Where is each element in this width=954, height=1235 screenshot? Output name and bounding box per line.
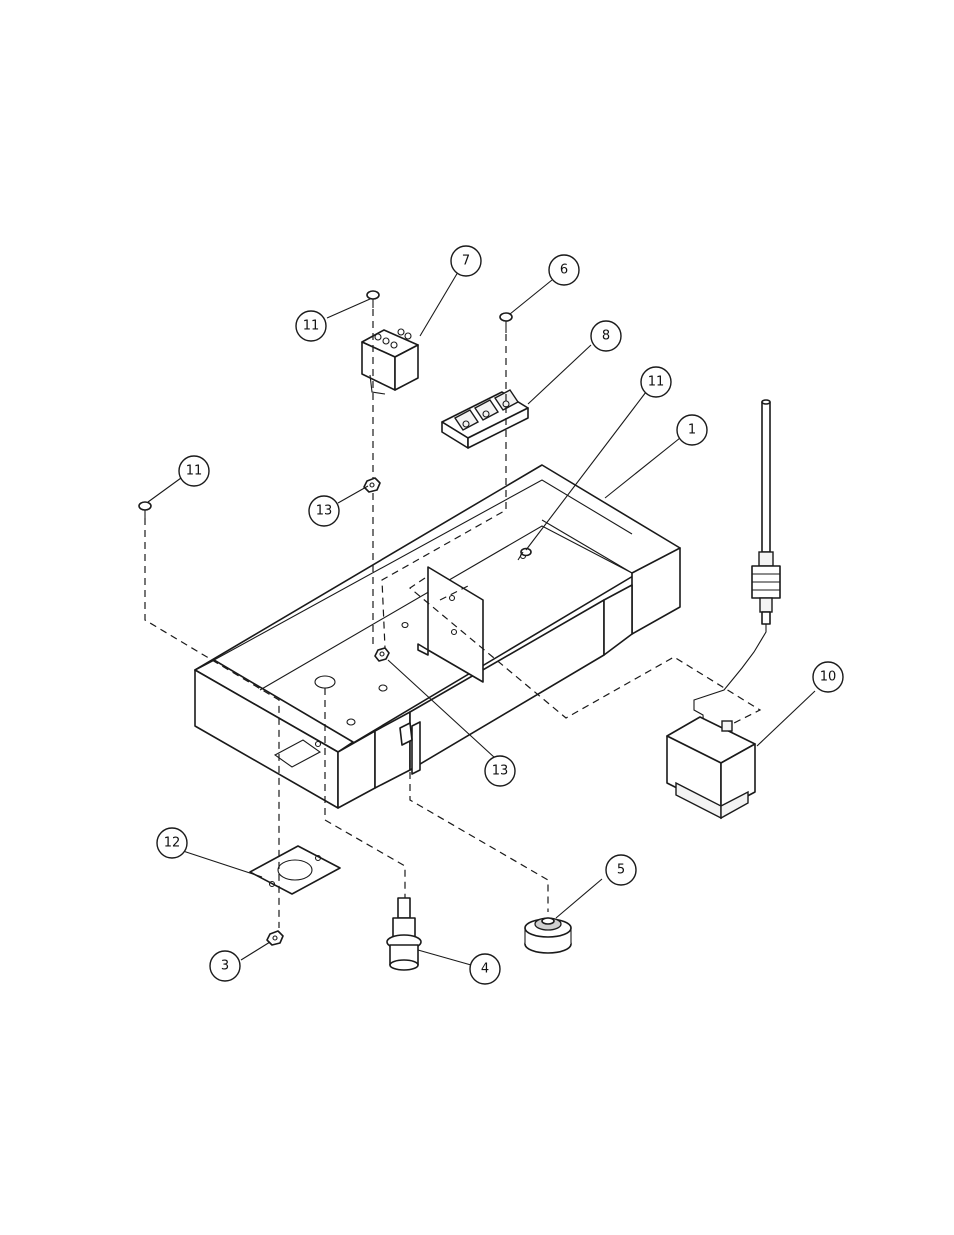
terminal-block bbox=[442, 390, 528, 448]
callout-5-grommet: 5 bbox=[606, 855, 636, 885]
callout-11-left-screw: 11 bbox=[179, 456, 209, 486]
callout-11-relay-screw: 11 bbox=[296, 311, 326, 341]
screw-terminal bbox=[500, 313, 512, 333]
callout-13-top-nut: 13 bbox=[309, 496, 339, 526]
svg-text:13: 13 bbox=[316, 504, 333, 519]
svg-text:11: 11 bbox=[648, 375, 665, 390]
lamp-socket bbox=[387, 898, 421, 970]
callout-1-housing: 1 bbox=[677, 415, 707, 445]
svg-text:12: 12 bbox=[164, 836, 181, 851]
gasket-plate bbox=[250, 846, 340, 894]
nut-top bbox=[364, 478, 380, 492]
callout-11-inner-screw: 11 bbox=[641, 367, 671, 397]
grommet bbox=[525, 918, 571, 953]
callout-12-gasket-plate: 12 bbox=[157, 828, 187, 858]
callout-4-lamp-socket: 4 bbox=[470, 954, 500, 984]
screw-left bbox=[139, 502, 151, 518]
svg-text:11: 11 bbox=[303, 319, 320, 334]
transformer bbox=[667, 717, 755, 818]
callout-7-relay: 7 bbox=[451, 246, 481, 276]
callout-10-transformer: 10 bbox=[813, 662, 843, 692]
svg-text:5: 5 bbox=[617, 863, 625, 878]
callout-6-terminal-screw: 6 bbox=[549, 255, 579, 285]
callout-3-bottom-nut: 3 bbox=[210, 951, 240, 981]
callout-8-terminal-block: 8 bbox=[591, 321, 621, 351]
svg-text:13: 13 bbox=[492, 764, 509, 779]
svg-text:6: 6 bbox=[560, 263, 568, 278]
svg-text:3: 3 bbox=[221, 959, 229, 974]
svg-text:1: 1 bbox=[688, 423, 696, 438]
svg-text:8: 8 bbox=[602, 329, 610, 344]
relay bbox=[362, 329, 418, 394]
svg-text:7: 7 bbox=[462, 254, 470, 269]
svg-text:10: 10 bbox=[820, 670, 837, 685]
svg-text:11: 11 bbox=[186, 464, 203, 479]
temperature-probe bbox=[694, 400, 780, 733]
callout-13-floor-nut: 13 bbox=[485, 756, 515, 786]
svg-text:4: 4 bbox=[481, 962, 489, 977]
